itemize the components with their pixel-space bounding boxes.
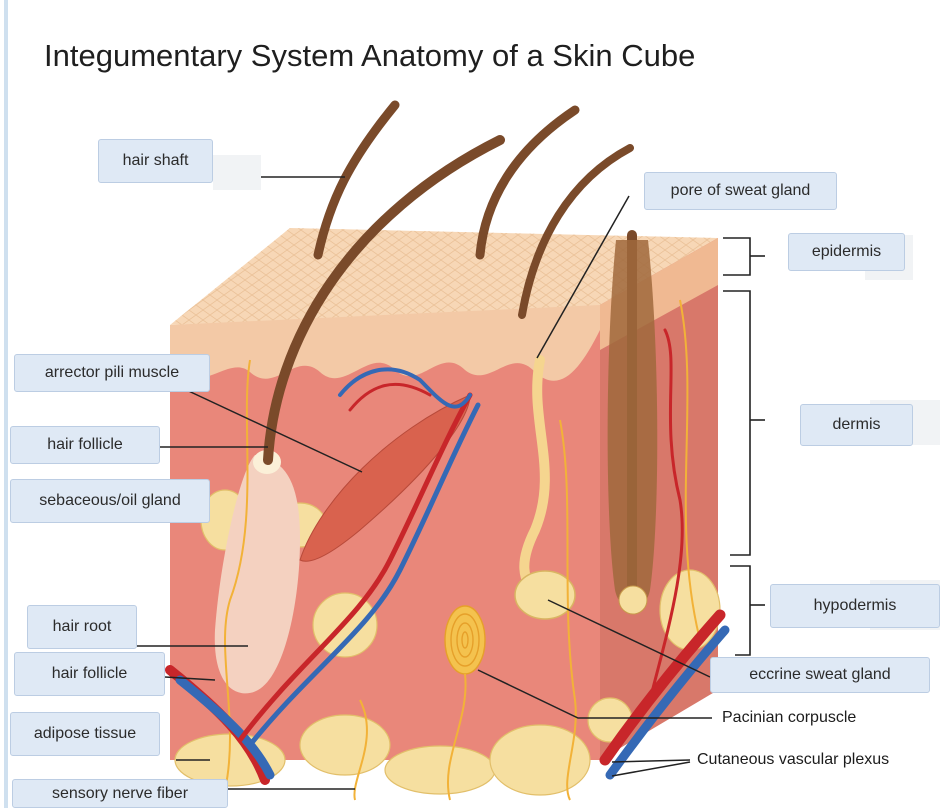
- label-hair-root[interactable]: hair root: [27, 605, 137, 649]
- layer-brackets: [723, 238, 765, 655]
- label-hypodermis[interactable]: hypodermis: [770, 584, 940, 628]
- label-epidermis[interactable]: epidermis: [788, 233, 905, 271]
- label-pore-of-sweat-gland[interactable]: pore of sweat gland: [644, 172, 837, 210]
- label-pacinian-corpuscle: Pacinian corpuscle: [722, 709, 856, 727]
- label-arrector-pili-muscle[interactable]: arrector pili muscle: [14, 354, 210, 392]
- label-eccrine-sweat-gland[interactable]: eccrine sweat gland: [710, 657, 930, 693]
- label-hair-follicle-upper[interactable]: hair follicle: [10, 426, 160, 464]
- label-hair-follicle-lower[interactable]: hair follicle: [14, 652, 165, 696]
- label-cutaneous-vascular-plexus: Cutaneous vascular plexus: [697, 751, 889, 769]
- label-hair-shaft[interactable]: hair shaft: [98, 139, 213, 183]
- label-backdrop: [213, 155, 261, 190]
- label-dermis[interactable]: dermis: [800, 404, 913, 446]
- pacinian-corpuscle-shape: [445, 606, 485, 674]
- label-sebaceous-oil-gland[interactable]: sebaceous/oil gland: [10, 479, 210, 523]
- label-sensory-nerve-fiber[interactable]: sensory nerve fiber: [12, 779, 228, 808]
- label-adipose-tissue[interactable]: adipose tissue: [10, 712, 160, 756]
